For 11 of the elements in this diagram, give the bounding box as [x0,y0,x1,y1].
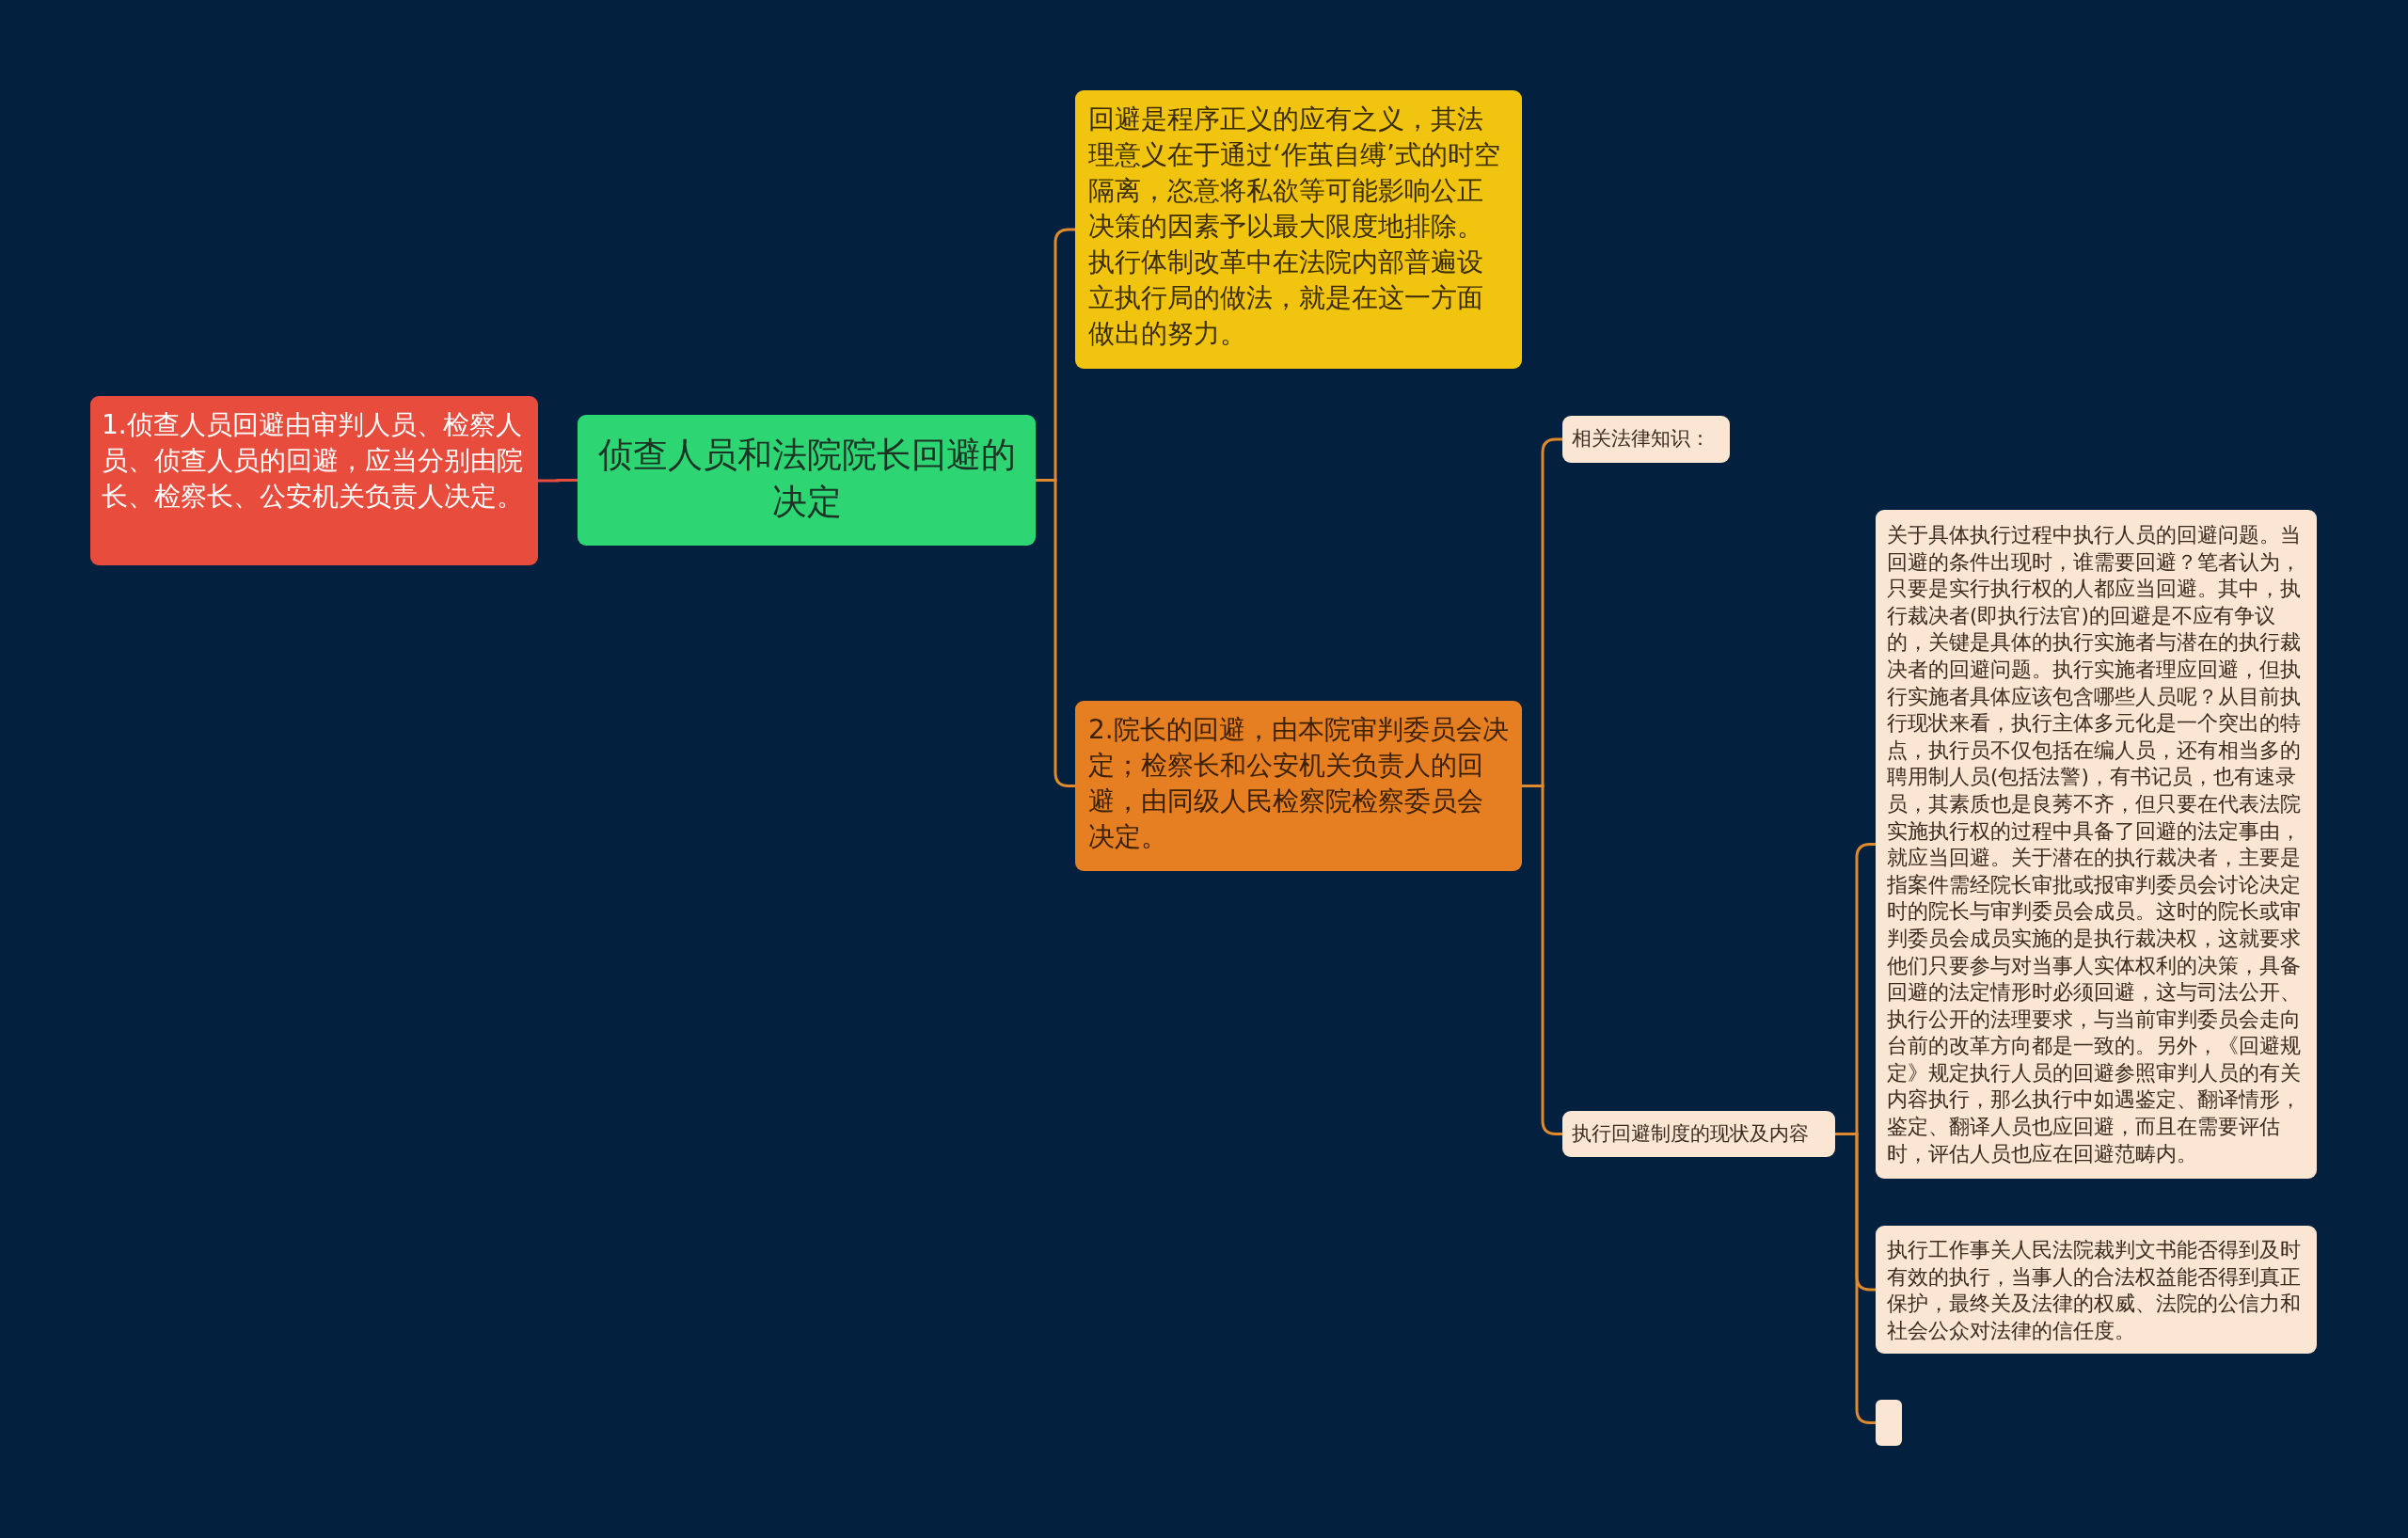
topic-box: 侦查人员和法院院长回避的决定 [578,415,1036,546]
branch-box: 回避是程序正义的应有之义，其法理意义在于通过‘作茧自缚’式的时空隔离，恣意将私欲等可能影响公正决策的因素予以最大限度地排除。执行体制改革中在法院内部普遍设立执行局的做法，就是在这一方面做出的努力。 [1075,90,1522,369]
connector-line [1036,479,1075,787]
topic-label-box: 相关法律知识： [1562,416,1730,463]
empty-box [1876,1400,1902,1446]
branch-box: 1.侦查人员回避由审判人员、检察人员、侦查人员的回避，应当分别由院长、检察长、公安机关负责人决定。 [90,396,538,565]
connector-line [538,479,578,483]
topic-label-box: 执行回避制度的现状及内容 [1562,1111,1835,1157]
text-card: 执行工作事关人民法院裁判文书能否得到及时有效的执行，当事人的合法权益能否得到真正保护，最终关及法律的权威、法院的公信力和社会公众对法律的信任度。 [1876,1226,2317,1354]
branch-box: 2.院长的回避，由本院审判委员会决定；检察长和公安机关负责人的回避，由同级人民检察院检察委员会决定。 [1075,701,1522,871]
text-card: 关于具体执行过程中执行人员的回避问题。当回避的条件出现时，谁需要回避？笔者认为，只要是实行执行权的人都应当回避。其中，执行裁决者(即执行法官)的回避是不应有争议的，关键是具体的执行实施者与潜在的执行裁决者的回避问题。执行实施者理应回避，但执行实施者具体应该包含哪些人员呢？从目前执行现状来看，执行主体多元化是一个突出的特点，执行员不仅包括在编人员，还有相当多的聘用制人员(包括法警)，有书记员，也有速录员，其素质也是良莠不齐，但只要在代表法院实施执行权的过程中具备了回避的法定事由，就应当回避。关于潜在的执行裁决者，主要是指案件需经院长审批或报审判委员会讨论决定时的院长与审判委员会成员。这时的院长或审判委员会成员实施的是执行裁决权，这就要求他们只要参与对当事人实体权利的决策，具备回避的法定情形时必须回避，这与司法公开、执行公开的法理要求，与当前审判委员会走向台前的改革方向都是一致的。另外，《回避规定》规定执行人员的回避参照审判人员的有关内容执行，那么执行中如遇鉴定、翻译情形，鉴定、翻译人员也应回避，而且在需要评估时，评估人员也应在回避范畴内。 [1876,510,2317,1179]
